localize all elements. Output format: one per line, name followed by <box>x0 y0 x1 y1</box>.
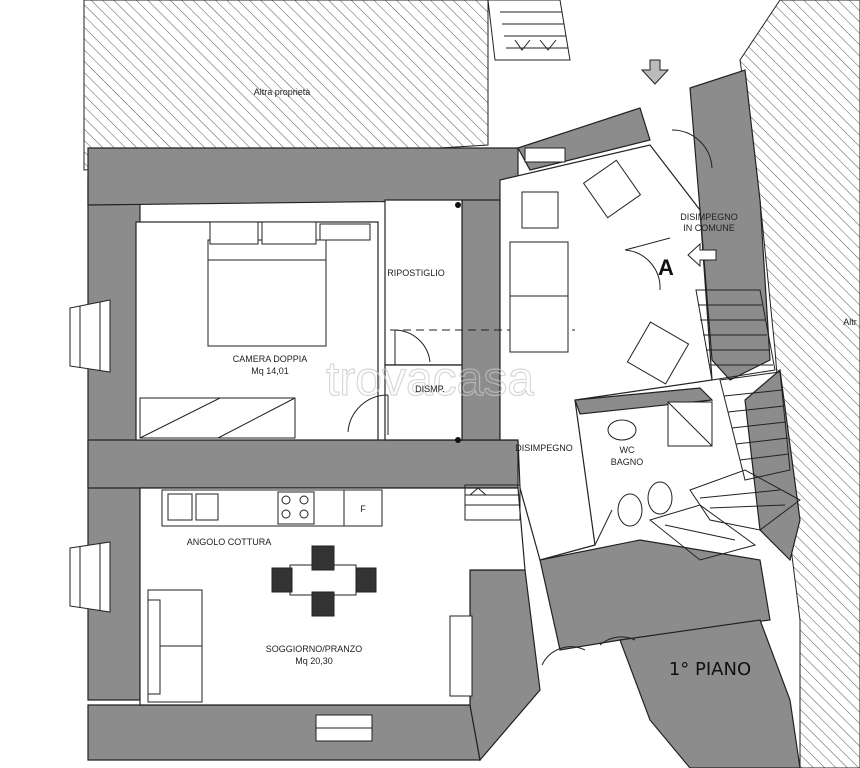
bathroom-fixtures <box>594 401 713 546</box>
sideboard <box>449 615 473 697</box>
small-hall-label: DISMP. <box>415 384 445 394</box>
small-hall <box>384 364 463 441</box>
windows <box>69 147 566 742</box>
walls <box>87 69 801 768</box>
living-area-label: Mq 20,30 <box>295 656 333 666</box>
wardrobe <box>139 397 296 439</box>
doors <box>347 129 713 666</box>
common-hallway-label-2: IN COMUNE <box>683 223 735 233</box>
fridge-label: F <box>360 504 366 514</box>
kitchenette-label: ANGOLO COTTURA <box>187 537 272 547</box>
floor-label: 1° PIANO <box>669 659 751 680</box>
dining-table <box>271 545 377 617</box>
hallway-furniture <box>509 159 690 385</box>
other-property-top-label: Altra proprietà <box>254 87 311 97</box>
sofa-living <box>147 589 203 703</box>
living-label: SOGGIORNO/PRANZO <box>266 644 363 654</box>
other-property-hatch <box>83 0 860 768</box>
bathroom-label-2: BAGNO <box>611 457 644 467</box>
upper-stair <box>487 0 571 61</box>
double-bed <box>207 221 371 347</box>
storage-room <box>384 199 463 366</box>
entrance-arrow <box>640 59 717 268</box>
entrance-marker-label: A <box>658 255 674 280</box>
other-property-right-label: Altr <box>843 317 857 327</box>
storage-label: RIPOSTIGLIO <box>387 268 445 278</box>
entrance-stairs <box>648 289 801 561</box>
common-hallway-label-1: DISIMPEGNO <box>680 212 738 222</box>
kitchen-counter <box>161 489 383 527</box>
hallway-stair <box>464 484 521 521</box>
hallway-label: DISIMPEGNO <box>515 443 573 453</box>
marker-dots <box>455 202 461 443</box>
bedroom-label: CAMERA DOPPIA <box>233 354 308 364</box>
bathroom-label-1: WC <box>620 445 635 455</box>
watermark: trovacasa <box>326 353 534 406</box>
bedroom-area-label: Mq 14,01 <box>251 366 289 376</box>
